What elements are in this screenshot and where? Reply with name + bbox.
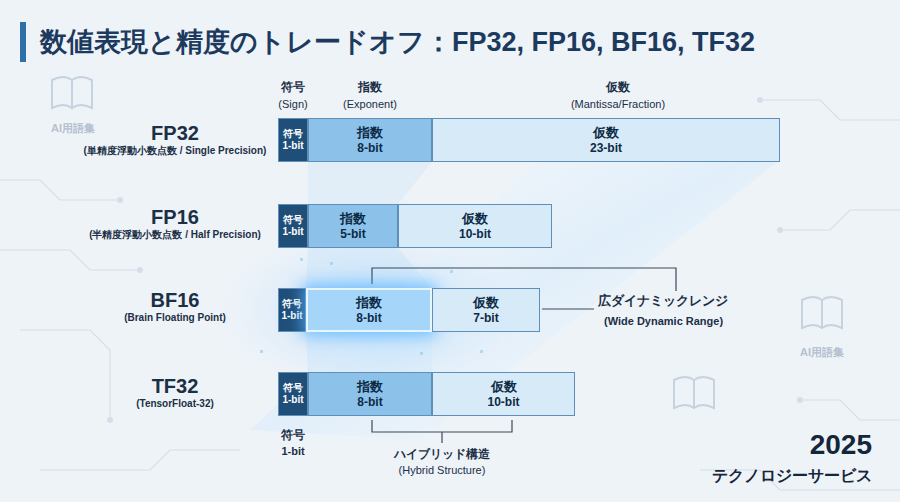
- mantissa-field: 仮数10-bit: [398, 204, 552, 248]
- field-name: 指数: [340, 211, 366, 227]
- format-desc: (単精度浮動小数点数 / Single Precision): [84, 145, 267, 157]
- bit-count: 8-bit: [356, 311, 381, 325]
- bottom-note: 符号: [281, 429, 305, 443]
- field-name: 符号: [282, 298, 302, 310]
- watermark: AI用語集: [51, 122, 95, 135]
- bit-count: 1-bit: [281, 310, 302, 322]
- format-name: TF32: [152, 375, 199, 398]
- field-name: 指数: [357, 379, 383, 395]
- format-desc: (Brain Floating Point): [124, 312, 226, 324]
- format-name: FP16: [151, 206, 199, 229]
- mantissa-field: 仮数7-bit: [432, 288, 540, 332]
- mantissa-field: 仮数23-bit: [432, 118, 780, 162]
- field-name: 指数: [357, 125, 383, 141]
- exponent-field: 指数5-bit: [308, 204, 398, 248]
- bit-count: 1-bit: [282, 140, 303, 152]
- field-name: 符号: [283, 128, 303, 140]
- bit-count: 1-bit: [282, 226, 303, 238]
- sign-field: 符号1-bit: [278, 118, 308, 162]
- exponent-field: 指数8-bit: [308, 372, 432, 416]
- exponent-field: 指数8-bit: [308, 118, 432, 162]
- watermark: AI用語集: [800, 346, 844, 359]
- company-name: テクノロジーサービス: [712, 467, 872, 485]
- callout-text-en: (Wide Dynamic Range): [604, 315, 723, 328]
- field-name: 仮数: [462, 211, 488, 227]
- field-name: 仮数: [491, 379, 517, 395]
- format-desc: (半精度浮動小数点数 / Half Precision): [89, 229, 261, 241]
- exponent-field: 指数8-bit: [306, 288, 432, 332]
- field-name: 指数: [356, 295, 382, 311]
- bit-count: 1-bit: [282, 394, 303, 406]
- bit-count: 8-bit: [357, 141, 382, 155]
- sign-field: 符号1-bit: [278, 288, 306, 332]
- bit-count: 10-bit: [459, 227, 491, 241]
- column-header: 指数: [358, 81, 382, 95]
- column-header: 仮数: [606, 81, 630, 95]
- bit-count: 10-bit: [487, 395, 519, 409]
- field-name: 仮数: [593, 125, 619, 141]
- field-name: 符号: [283, 382, 303, 394]
- field-name: 符号: [283, 214, 303, 226]
- column-header-en: (Mantissa/Fraction): [571, 98, 665, 111]
- field-name: 仮数: [473, 295, 499, 311]
- format-name: BF16: [151, 289, 200, 312]
- bit-count: 5-bit: [340, 227, 365, 241]
- year: 2025: [810, 429, 872, 461]
- column-header-en: (Exponent): [343, 98, 397, 111]
- bracket-label: ハイブリッド構造: [394, 448, 490, 462]
- format-name: FP32: [151, 122, 199, 145]
- sign-field: 符号1-bit: [278, 372, 308, 416]
- bottom-note: 1-bit: [281, 445, 304, 458]
- bit-count: 8-bit: [357, 395, 382, 409]
- column-header-en: (Sign): [278, 98, 307, 111]
- column-header: 符号: [281, 81, 305, 95]
- diagram-title: 数値表現と精度のトレードオフ：FP32, FP16, BF16, TF32: [40, 22, 755, 62]
- format-desc: (TensorFloat-32): [136, 398, 214, 410]
- bit-count: 7-bit: [473, 311, 498, 325]
- mantissa-field: 仮数10-bit: [432, 372, 575, 416]
- bracket-label-en: (Hybrid Structure): [399, 464, 486, 477]
- bit-count: 23-bit: [590, 141, 622, 155]
- sign-field: 符号1-bit: [278, 204, 308, 248]
- callout-text: 広ダイナミックレンジ: [598, 294, 728, 309]
